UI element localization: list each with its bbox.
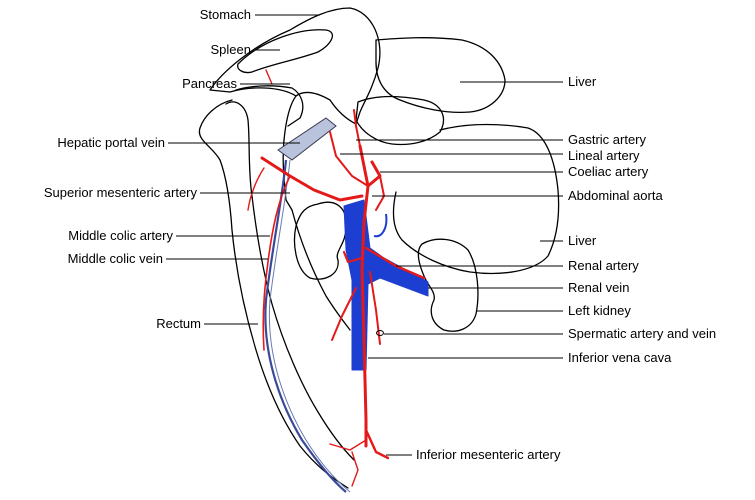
label-inferior-vena-cava: Inferior vena cava xyxy=(568,350,672,365)
right-renal-artery xyxy=(342,250,364,264)
spermatic-artery-left xyxy=(369,271,381,345)
superior-mesenteric-artery xyxy=(260,156,364,202)
colon-outline xyxy=(198,99,349,489)
middle-colic-artery xyxy=(262,175,291,351)
organ-outlines xyxy=(198,7,560,489)
stomach-outline xyxy=(209,7,381,125)
right-kidney-outline xyxy=(293,201,347,280)
mesenteric-branch xyxy=(247,167,265,211)
liver-upper-outline xyxy=(375,37,506,114)
label-gastric-artery: Gastric artery xyxy=(568,132,647,147)
lineal-artery xyxy=(329,131,369,187)
liver-middle-outline xyxy=(355,95,445,146)
label-inferior-mesenteric-artery: Inferior mesenteric artery xyxy=(416,447,561,462)
label-renal-artery: Renal artery xyxy=(568,258,639,273)
body-wall-outline xyxy=(291,209,351,331)
labels-left: Stomach Spleen Pancreas Hepatic portal v… xyxy=(44,7,251,331)
inferior-mesenteric-artery xyxy=(364,428,390,460)
small-vein-branch xyxy=(373,213,388,238)
coeliac-artery xyxy=(366,160,382,188)
label-liver-lower: Liver xyxy=(568,233,597,248)
inferior-mesenteric-branch xyxy=(329,439,367,451)
rectal-branch xyxy=(351,451,359,487)
spermatic-artery-right xyxy=(331,287,357,341)
hepatic-artery xyxy=(375,175,385,211)
pancreas-outline xyxy=(235,85,304,127)
spermatic-marker xyxy=(376,330,384,336)
pancreas-artery-branch xyxy=(265,69,273,85)
label-rectum: Rectum xyxy=(156,316,201,331)
label-middle-colic-vein: Middle colic vein xyxy=(68,251,163,266)
label-abdominal-aorta: Abdominal aorta xyxy=(568,188,663,203)
mesenteric-vein-line-2 xyxy=(268,159,351,493)
arteries xyxy=(247,69,426,487)
mesenteric-vein-line xyxy=(264,159,347,493)
label-stomach: Stomach xyxy=(200,7,251,22)
label-hepatic-portal-vein: Hepatic portal vein xyxy=(57,135,165,150)
label-pancreas: Pancreas xyxy=(182,76,237,91)
label-renal-vein: Renal vein xyxy=(568,280,629,295)
label-coeliac-artery: Coeliac artery xyxy=(568,164,649,179)
label-spermatic-artery-and-vein: Spermatic artery and vein xyxy=(568,326,716,341)
gastric-artery xyxy=(353,109,361,147)
left-kidney-outline xyxy=(417,238,479,332)
label-spleen: Spleen xyxy=(211,42,251,57)
label-left-kidney: Left kidney xyxy=(568,303,631,318)
hepatic-portal-vein xyxy=(277,117,337,161)
leader-lines xyxy=(166,14,563,456)
label-superior-mesenteric-artery: Superior mesenteric artery xyxy=(44,185,198,200)
labels-right: Liver Gastric artery Lineal artery Coeli… xyxy=(416,74,716,462)
spleen-outline xyxy=(237,29,334,74)
label-middle-colic-artery: Middle colic artery xyxy=(68,228,173,243)
liver-lower-outline xyxy=(392,123,560,275)
label-lineal-artery: Lineal artery xyxy=(568,148,640,163)
label-liver-upper: Liver xyxy=(568,74,597,89)
